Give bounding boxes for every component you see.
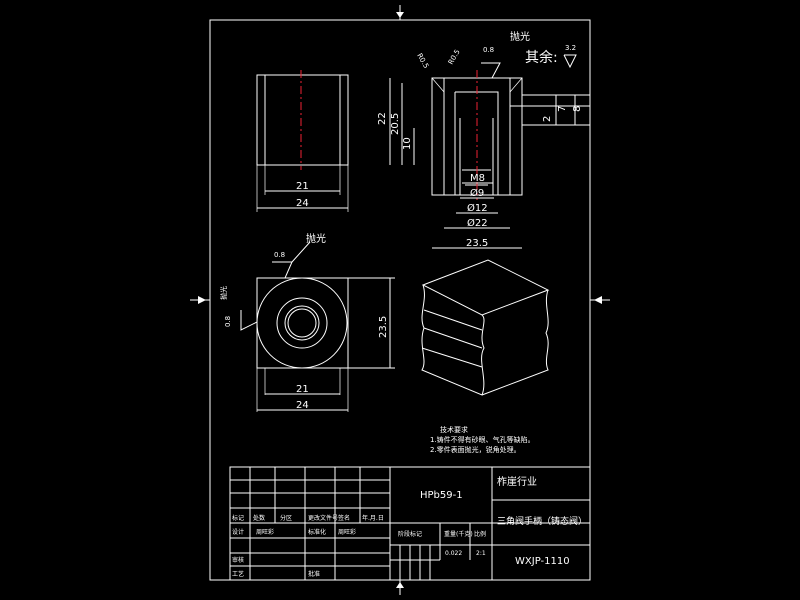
side-roughness: 0.8: [224, 316, 232, 327]
section-dim-d9: Ø9: [470, 187, 484, 199]
section-r-label-1: R0.5: [415, 52, 430, 70]
section-dim-right-7: 7: [557, 106, 568, 112]
drawing-border: [209, 19, 591, 581]
top-dim-24: 24: [296, 400, 309, 411]
scale-label: 比例: [474, 530, 486, 538]
date-label: 年.月.日: [362, 514, 384, 522]
section-dim-23-5: 23.5: [466, 238, 488, 249]
tech-requirements: 技术要求 1.铸件不得有砂眼、气孔等缺陷。 2.零件表面抛光，锐角处理。: [430, 425, 535, 454]
section-dim-d12: Ø12: [467, 202, 488, 214]
stage-label: 阶段标记: [398, 530, 422, 538]
drawing-no-text: WXJP-1110: [515, 556, 570, 567]
top-dim-height: 23.5: [378, 316, 389, 338]
part-name-text: 三角阀手柄（铸态阀）: [497, 515, 587, 527]
weight-label: 重量(千克): [444, 530, 473, 538]
company-text: 柞崖行业: [497, 475, 537, 488]
section-dim-22: 22: [377, 112, 388, 125]
top-roughness: 0.8: [274, 251, 285, 259]
section-view: 22 20.5 10 M8 Ø9 Ø12 Ø22 23.5 2 7 8 R0.5…: [377, 30, 590, 249]
section-dim-right-2: 2: [542, 116, 553, 122]
section-polish-label: 抛光: [510, 30, 530, 43]
material-text: HPb59-1: [420, 490, 463, 501]
approve-label: 批准: [308, 570, 320, 578]
front-dim-24: 24: [296, 198, 309, 209]
scale-value: 2:1: [476, 550, 486, 557]
tech-title: 技术要求: [440, 425, 468, 434]
side-polish-label: 抛光: [219, 286, 228, 300]
top-view: 23.5 21 24 抛光 0.8 抛光 0.8: [219, 232, 395, 412]
process-label: 工艺: [232, 570, 244, 578]
tech-line-1: 1.铸件不得有砂眼、气孔等缺陷。: [430, 435, 535, 444]
count-label: 处数: [253, 514, 265, 522]
section-dim-d22: Ø22: [467, 217, 488, 229]
section-roughness: 0.8: [483, 46, 494, 54]
design-sig: 周旺彩: [256, 528, 274, 536]
isometric-view: [421, 259, 550, 396]
standard-sig: 周旺彩: [338, 528, 356, 536]
standard-label: 标准化: [308, 528, 326, 536]
remainder-label: 其余:: [525, 49, 558, 66]
change-label: 更改文件号: [308, 514, 338, 522]
section-dim-m8: M8: [470, 173, 485, 184]
tech-line-2: 2.零件表面抛光，锐角处理。: [430, 445, 521, 454]
top-polish-label: 抛光: [306, 232, 326, 245]
weight-value: 0.022: [445, 550, 462, 557]
section-dim-right-8: 8: [572, 106, 583, 112]
sign-label: 签名: [338, 514, 350, 522]
section-dim-10: 10: [402, 137, 413, 150]
section-dim-20-5: 20.5: [390, 113, 401, 135]
front-dim-21: 21: [296, 181, 309, 192]
top-dim-21: 21: [296, 384, 309, 395]
design-label: 设计: [232, 528, 244, 536]
centering-marks: [190, 5, 610, 595]
title-block: HPb59-1 柞崖行业 三角阀手柄（铸态阀） WXJP-1110 标记 处数 …: [229, 466, 591, 581]
front-view: 21 24: [256, 70, 349, 212]
mark-label: 标记: [232, 514, 244, 522]
remainder-value: 3.2: [565, 44, 576, 52]
section-r-label-2: R0.5: [447, 48, 462, 66]
review-label: 审核: [232, 556, 244, 564]
zone-label: 分区: [280, 514, 292, 522]
